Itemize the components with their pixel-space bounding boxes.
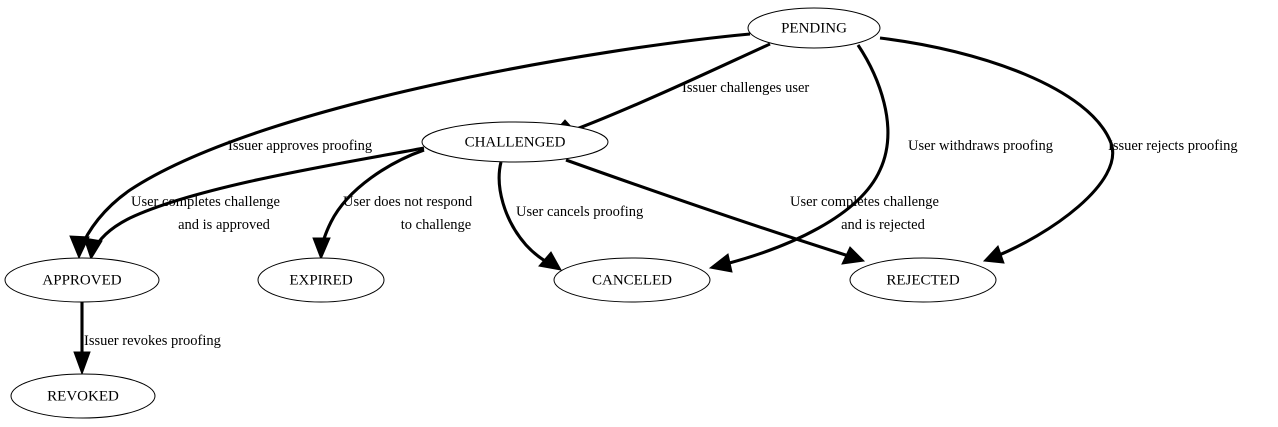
arrowhead-icon: [83, 237, 103, 261]
node-label-expired: EXPIRED: [289, 272, 353, 288]
edge-line-pending-approved: [78, 32, 751, 251]
node-label-pending: PENDING: [781, 20, 847, 36]
node-approved[interactable]: APPROVED: [4, 257, 160, 303]
edge-label-pending-canceled: User withdraws proofing: [908, 138, 1053, 154]
node-label-approved: APPROVED: [42, 272, 121, 288]
edges-layer: [69, 32, 1115, 376]
node-label-revoked: REVOKED: [47, 388, 119, 404]
edge-line-challenged-approved: [91, 146, 425, 253]
node-shape-canceled[interactable]: [553, 257, 711, 303]
edge-line-challenged-rejected: [565, 158, 856, 260]
node-challenged[interactable]: CHALLENGED: [421, 121, 609, 163]
node-label-challenged: CHALLENGED: [465, 134, 566, 150]
edge-challenged-rejected: [565, 158, 866, 265]
node-shape-expired[interactable]: [257, 257, 385, 303]
arrowhead-icon: [708, 253, 733, 273]
arrowhead-icon: [73, 351, 91, 376]
edge-line-pending-challenged: [573, 42, 771, 132]
node-revoked[interactable]: REVOKED: [10, 373, 156, 419]
arrowhead-icon: [841, 246, 866, 265]
node-canceled[interactable]: CANCELED: [553, 257, 711, 303]
edge-challenged-approved: [83, 146, 425, 261]
node-pending[interactable]: PENDING: [747, 7, 881, 49]
edge-pending-rejected: [879, 36, 1115, 264]
edge-label-pending-challenged: Issuer challenges user: [682, 80, 809, 96]
edge-pending-canceled: [708, 44, 890, 273]
edge-challenged-canceled: [497, 161, 562, 271]
edge-label-pending-approved: Issuer approves proofing: [228, 138, 372, 154]
edge-line-pending-canceled: [717, 44, 890, 268]
node-shape-pending[interactable]: [747, 7, 881, 49]
node-label-canceled: CANCELED: [592, 272, 672, 288]
edge-line-pending-rejected: [879, 36, 1115, 260]
edge-label-pending-rejected: Issuer rejects proofing: [1108, 138, 1238, 154]
edge-label-challenged-canceled: User cancels proofing: [516, 204, 643, 220]
node-shape-approved[interactable]: [4, 257, 160, 303]
edge-approved-revoked: [73, 302, 91, 376]
node-shape-rejected[interactable]: [849, 257, 997, 303]
arrowhead-icon: [982, 245, 1005, 264]
edge-challenged-expired: [312, 148, 425, 261]
node-expired[interactable]: EXPIRED: [257, 257, 385, 303]
arrowhead-icon: [312, 237, 331, 261]
nodes-layer: PENDING CHALLENGED APPROVED EXPIRED CANCELED…: [4, 7, 997, 419]
edge-label-approved-revoked: Issuer revokes proofing: [84, 333, 221, 349]
arrowhead-icon: [538, 251, 562, 271]
node-shape-challenged[interactable]: [421, 121, 609, 163]
edge-pending-approved: [69, 32, 751, 260]
node-rejected[interactable]: REJECTED: [849, 257, 997, 303]
arrowhead-icon: [69, 235, 90, 260]
node-label-rejected: REJECTED: [886, 272, 959, 288]
node-shape-revoked[interactable]: [10, 373, 156, 419]
